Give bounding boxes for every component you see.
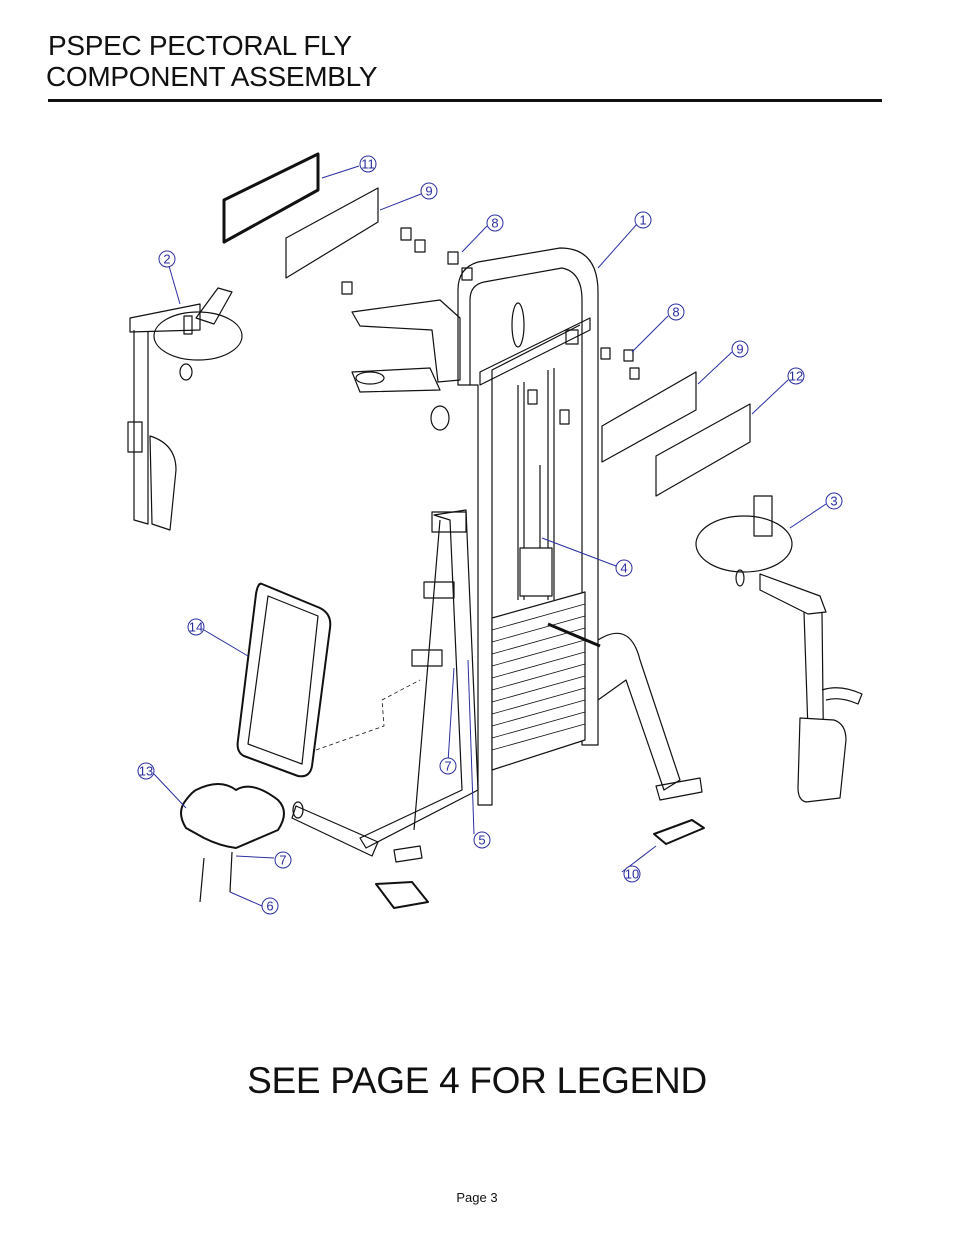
svg-text:10: 10 (625, 867, 639, 882)
svg-text:14: 14 (189, 620, 203, 635)
svg-text:4: 4 (620, 561, 627, 576)
arm-assembly-3 (695, 495, 863, 803)
svg-text:9: 9 (736, 342, 743, 357)
callout-2: 2 (158, 250, 176, 268)
foot-plate-left (375, 881, 429, 909)
svg-text:12: 12 (789, 369, 803, 384)
weight-stack (491, 465, 601, 771)
callout-1: 1 (634, 211, 652, 229)
svg-text:6: 6 (266, 899, 273, 914)
svg-text:9: 9 (425, 184, 432, 199)
svg-text:2: 2 (163, 252, 170, 267)
arm-assembly-2 (127, 287, 243, 531)
decal-11 (222, 152, 320, 244)
callout-14: 14 (187, 618, 205, 636)
callout-5: 5 (473, 831, 491, 849)
page-number: Page 3 (456, 1190, 498, 1205)
svg-text:7: 7 (444, 759, 451, 774)
callout-8-left: 8 (486, 214, 504, 232)
svg-text:7: 7 (279, 853, 286, 868)
callout-balloons: 11 9 8 1 2 8 9 12 3 4 14 7 13 5 7 10 6 (137, 155, 843, 915)
svg-text:1: 1 (639, 213, 646, 228)
callout-9-left: 9 (420, 182, 438, 200)
callout-9-right: 9 (731, 340, 749, 358)
decal-12 (655, 403, 751, 497)
callout-12: 12 (787, 367, 805, 385)
svg-text:13: 13 (139, 764, 153, 779)
svg-text:3: 3 (830, 494, 837, 509)
callout-8-right: 8 (667, 303, 685, 321)
callout-7-lower: 7 (274, 851, 292, 869)
foot-plate-10 (653, 819, 705, 845)
callout-6: 6 (261, 897, 279, 915)
page-title-line-1: PSPEC PECTORAL FLY (48, 30, 352, 61)
legend-reference-note: SEE PAGE 4 FOR LEGEND (247, 1060, 707, 1101)
svg-text:8: 8 (672, 305, 679, 320)
cam-bracket (351, 299, 461, 431)
callout-13: 13 (137, 762, 155, 780)
page-title-line-2: COMPONENT ASSEMBLY (46, 61, 378, 92)
callout-10: 10 (623, 865, 641, 883)
decal-9-right (601, 371, 697, 463)
title-underline (48, 99, 882, 102)
svg-text:11: 11 (361, 157, 375, 172)
callout-7-upper: 7 (439, 757, 457, 775)
back-pad-14 (236, 582, 421, 778)
rear-leg (597, 632, 703, 801)
callout-3: 3 (825, 492, 843, 510)
svg-text:5: 5 (478, 833, 485, 848)
svg-text:8: 8 (491, 216, 498, 231)
small-plates-left (341, 227, 473, 295)
seat-post (291, 509, 479, 863)
callout-11: 11 (359, 155, 377, 173)
decal-9-left (285, 187, 379, 279)
small-plates-right (600, 347, 640, 380)
callout-4: 4 (615, 559, 633, 577)
seat-pad-13 (180, 783, 285, 903)
